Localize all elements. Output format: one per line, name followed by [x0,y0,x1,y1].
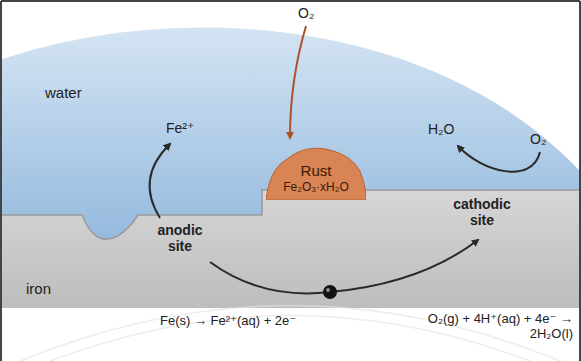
iron-ion-arrow [150,144,170,218]
electron-arrow [210,240,478,293]
molecule-label: H₂O [428,121,454,137]
ion-label: Fe²⁺ [166,120,194,136]
equation-label: Fe(s) → Fe²⁺(aq) + 2e⁻ [160,314,296,329]
molecule-label: O₂ [298,5,314,21]
node-title: Rust [266,162,366,180]
equation-label: O₂(g) + 4H⁺(aq) + 4e⁻ → 2H₂O(l) [395,312,573,342]
site-label: anodic site [150,222,210,254]
region-label: water [45,84,82,101]
region-label: iron [26,280,51,297]
oxygen-arrow [290,26,306,138]
water-arrow [458,146,540,172]
rust-deposit: RustFe₂O₃·xH₂O [266,146,366,200]
iron-block [0,190,581,308]
chemical-formula: Fe₂O₃·xH₂O [266,180,366,194]
site-label: cathodic site [446,196,518,228]
electron [323,285,337,299]
molecule-label: O₂ [530,131,546,147]
electron-highlight [326,288,330,292]
